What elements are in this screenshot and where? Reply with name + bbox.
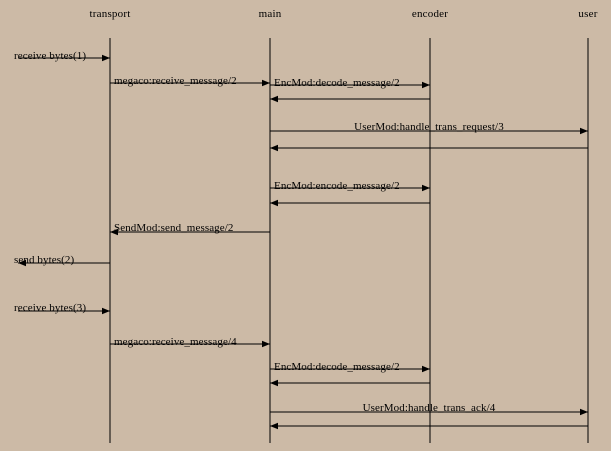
arrowhead-m14 <box>270 379 278 387</box>
arrowhead-m7 <box>422 184 430 192</box>
arrowhead-m4 <box>270 95 278 103</box>
arrowhead-m13 <box>422 365 430 373</box>
message-label-m9: SendMod:send_message/2 <box>114 222 234 234</box>
message-label-m5: UserMod:handle_trans_request/3 <box>354 121 504 133</box>
messages-group <box>18 54 588 430</box>
arrowhead-m9 <box>110 228 118 236</box>
arrowhead-m12 <box>262 340 270 348</box>
message-label-m13: EncMod:decode_message/2 <box>274 361 400 373</box>
message-label-m10: send bytes(2) <box>14 254 75 266</box>
message-label-m11: receive bytes(3) <box>14 302 87 314</box>
arrowhead-m10 <box>18 259 26 267</box>
arrowhead-m3 <box>422 81 430 89</box>
actor-label-encoder: encoder <box>411 8 449 20</box>
actor-label-main: main <box>258 8 282 20</box>
message-label-m12: megaco:receive_message/4 <box>114 336 237 348</box>
message-label-m3: EncMod:decode_message/2 <box>274 77 400 89</box>
arrowhead-m15 <box>580 408 588 416</box>
arrowhead-m2 <box>262 79 270 87</box>
arrowhead-m8 <box>270 199 278 207</box>
arrowhead-m5 <box>580 127 588 135</box>
arrowhead-m1 <box>102 54 110 62</box>
arrowhead-m11 <box>102 307 110 315</box>
message-label-m2: megaco:receive_message/2 <box>114 75 237 87</box>
message-label-m15: UserMod:handle_trans_ack/4 <box>362 402 496 414</box>
actor-label-transport: transport <box>89 8 131 20</box>
lifelines-group <box>109 38 589 443</box>
arrowhead-m6 <box>270 144 278 152</box>
actor-label-user: user <box>578 8 598 20</box>
arrowhead-m16 <box>270 422 278 430</box>
message-label-m1: receive bytes(1) <box>14 50 87 62</box>
message-label-m7: EncMod:encode_message/2 <box>274 180 400 192</box>
